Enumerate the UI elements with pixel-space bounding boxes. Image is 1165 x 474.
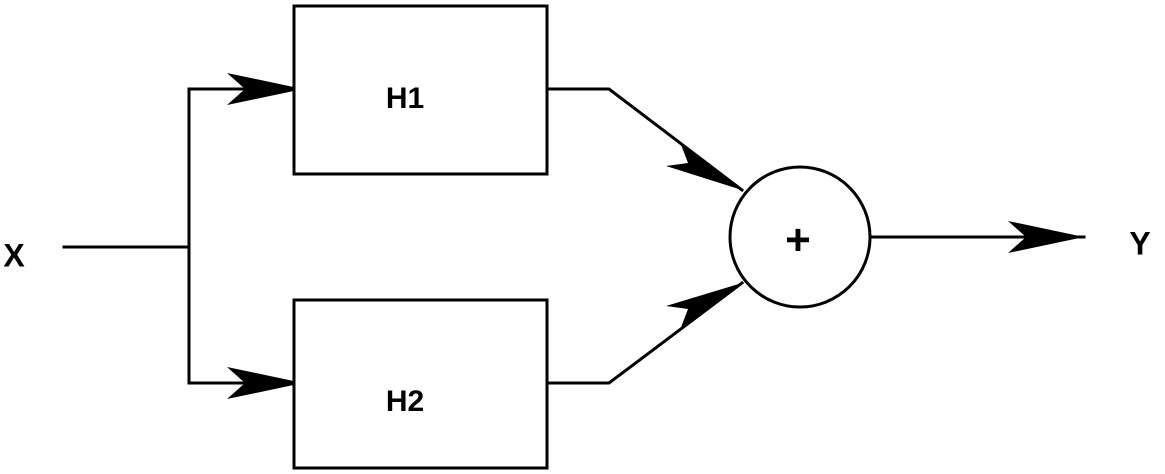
arrow-h1-to-summer-icon [666, 142, 742, 190]
output-label: Y [1129, 225, 1150, 261]
arrow-to-h2-icon [227, 367, 303, 399]
summing-junction: + [728, 165, 872, 309]
arrow-h2-to-summer-icon [666, 283, 742, 330]
block-h1-label: H1 [386, 82, 424, 115]
block-h2: H2 [292, 298, 549, 470]
arrow-to-output-icon [1008, 221, 1084, 253]
summer-symbol: + [785, 216, 811, 265]
block-h1: H1 [292, 4, 549, 176]
block-h1-box [292, 4, 549, 176]
input-label: X [3, 237, 25, 273]
arrow-to-h1-icon [227, 73, 303, 105]
block-h2-label: H2 [386, 385, 424, 418]
